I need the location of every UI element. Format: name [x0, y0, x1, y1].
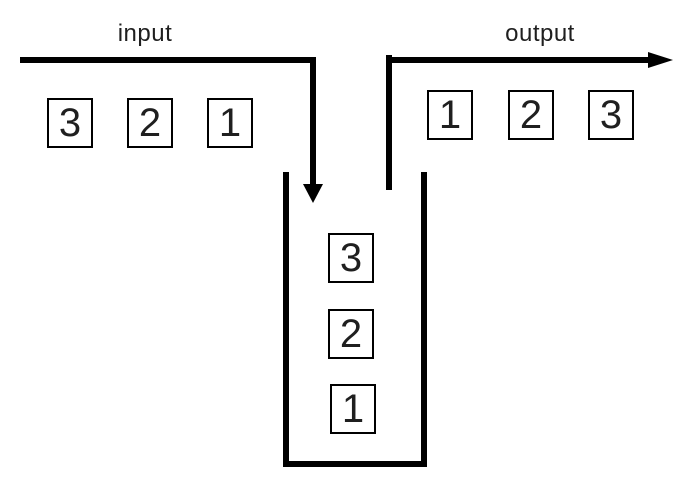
output-item-box: 1 [427, 90, 473, 140]
stack-item-box: 3 [328, 233, 374, 283]
output-label: output [505, 20, 575, 47]
right-arrow-icon [648, 52, 673, 68]
input-item-box: 1 [207, 98, 253, 148]
input-item-box: 3 [47, 98, 93, 148]
down-arrow-icon [303, 184, 323, 203]
input-flow-line-horizontal [20, 57, 316, 63]
stack-wall-bottom [283, 461, 427, 467]
stack-wall-left [283, 172, 289, 467]
output-flow-line-horizontal [386, 57, 648, 63]
output-item-box: 2 [508, 90, 554, 140]
input-label: input [117, 20, 173, 47]
stack-item-box: 2 [328, 309, 374, 359]
stack-wall-right [421, 172, 427, 467]
stack-item-box: 1 [330, 384, 376, 434]
input-item-box: 2 [127, 98, 173, 148]
output-item-box: 3 [588, 90, 634, 140]
output-flow-line-vertical [386, 55, 392, 190]
input-flow-line-vertical [310, 57, 316, 185]
